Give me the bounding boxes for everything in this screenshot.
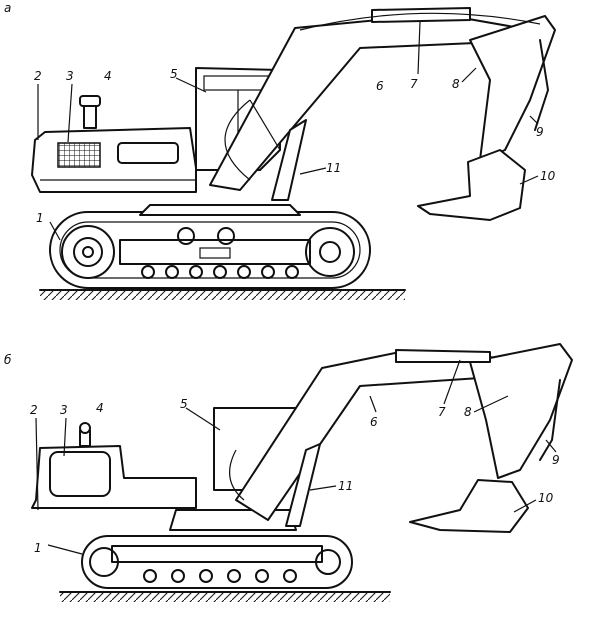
panel-b-callout-9: 9 (552, 453, 560, 467)
panel-a-callout-11: 11 (326, 161, 341, 175)
panel-a-callout-5: 5 (170, 67, 178, 81)
panel-a-engine-housing (31, 127, 197, 193)
panel-a-boom-cylinder (249, 99, 307, 201)
panel-b-turntable (169, 509, 297, 531)
panel-b-boom-cylinder (285, 443, 321, 527)
panel-b-callouts: 1 2 3 4 5 6 7 8 9 10 11 (30, 359, 560, 555)
panel-a-callout-1: 1 (36, 211, 44, 225)
panel-a-callout-9: 9 (536, 125, 544, 139)
panel-a-stick (469, 15, 556, 161)
panel-b-callout-8: 8 (464, 405, 472, 419)
panel-b-callout-7: 7 (438, 405, 446, 419)
panel-a-callout-6: 6 (376, 79, 384, 93)
panel-b-bucket-cylinder (539, 379, 561, 461)
panel-a-crawler-track (49, 211, 371, 289)
panel-b-engine-housing (31, 445, 197, 509)
panel-b-crawler-track (81, 535, 353, 589)
panel-a-callout-8: 8 (452, 77, 460, 91)
panel-b-exhaust (79, 422, 91, 447)
panel-a-callout-2: 2 (34, 69, 42, 83)
panel-b-callout-11: 11 (338, 479, 353, 493)
panel-a: а (4, 1, 556, 300)
panel-a-turntable (139, 204, 301, 216)
panel-a-ground (39, 289, 406, 300)
panel-b-callout-5: 5 (180, 397, 188, 411)
panel-a-exhaust (79, 95, 101, 129)
panel-b-stick (469, 343, 573, 479)
panel-b-hoses (229, 449, 245, 501)
panel-a-callout-10: 10 (540, 169, 556, 183)
panel-b-letter: б (4, 353, 12, 367)
panel-a-callout-4: 4 (104, 69, 112, 83)
panel-a-bucket-cylinder (534, 39, 549, 131)
panel-b: б (4, 343, 573, 602)
panel-a-bucket (417, 149, 526, 221)
panel-a-callout-3: 3 (66, 69, 74, 83)
panel-b-callout-6: 6 (370, 415, 378, 429)
panel-b-callout-2: 2 (30, 403, 38, 417)
panel-b-stick-cylinder (395, 349, 491, 363)
panel-a-hoses (224, 99, 251, 181)
panel-a-callout-7: 7 (410, 77, 418, 91)
panel-b-ground (59, 591, 391, 602)
panel-b-callout-10: 10 (538, 491, 554, 505)
panel-a-stick-cylinder (371, 7, 471, 23)
panel-b-bucket (409, 479, 529, 533)
panel-a-callouts: 1 2 3 4 5 6 7 8 9 10 11 (34, 21, 556, 241)
panel-b-callout-4: 4 (96, 401, 104, 415)
panel-b-callout-3: 3 (60, 403, 68, 417)
panel-b-callout-1: 1 (34, 541, 42, 555)
panel-a-letter: а (4, 1, 11, 15)
